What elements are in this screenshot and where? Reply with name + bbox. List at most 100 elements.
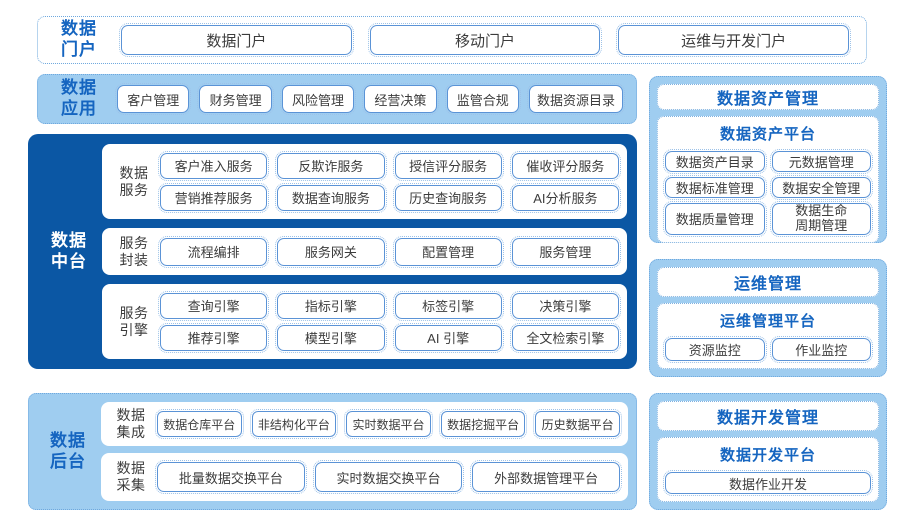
service-encapsulation-items: 流程编排 服务网关 配置管理 服务管理 xyxy=(157,235,627,268)
section-label-line1: 数据 xyxy=(61,19,97,39)
section-label-data-portal: 数据 门户 xyxy=(46,19,112,60)
group-label-line1: 数据 xyxy=(116,407,146,424)
engine-decision[interactable]: 决策引擎 xyxy=(509,290,622,321)
dev-row-1: 数据作业开发 xyxy=(663,470,873,496)
integration-data-warehouse-platform[interactable]: 数据仓库平台 xyxy=(155,409,244,439)
portal-item-mobile-portal[interactable]: 移动门户 xyxy=(367,23,603,57)
group-label-line1: 数据 xyxy=(116,460,146,477)
asset-data-standard-management[interactable]: 数据标准管理 xyxy=(663,175,767,200)
asset-row-1: 数据资产目录 元数据管理 xyxy=(663,149,873,174)
ops-resource-monitoring[interactable]: 资源监控 xyxy=(663,336,767,363)
ops-job-monitoring[interactable]: 作业监控 xyxy=(769,336,873,363)
service-credit-scoring[interactable]: 授信评分服务 xyxy=(392,150,504,181)
section-label-line2: 后台 xyxy=(50,451,86,471)
panel-data-development-management: 数据开发管理 数据开发平台 数据作业开发 xyxy=(649,393,887,510)
panel-subtitle-operations-platform: 运维管理平台 xyxy=(719,313,816,330)
service-engine-row-1: 查询引擎 指标引擎 标签引擎 决策引擎 xyxy=(157,290,622,321)
group-data-integration: 数据 集成 数据仓库平台 非结构化平台 实时数据平台 数据挖掘平台 历史数据平台 xyxy=(101,402,628,446)
service-customer-onboarding[interactable]: 客户准入服务 xyxy=(157,150,270,181)
engine-tag[interactable]: 标签引擎 xyxy=(392,290,504,321)
asset-data-quality-management[interactable]: 数据质量管理 xyxy=(663,201,767,237)
panel-title-data-development-management: 数据开发管理 xyxy=(657,401,879,431)
dev-data-job-development[interactable]: 数据作业开发 xyxy=(663,470,873,496)
integration-unstructured-platform[interactable]: 非结构化平台 xyxy=(249,409,339,439)
service-anti-fraud[interactable]: 反欺诈服务 xyxy=(275,150,387,181)
data-portal-items: 数据门户 移动门户 运维与开发门户 xyxy=(112,23,858,57)
section-label-line1: 数据 xyxy=(51,230,87,250)
integration-realtime-data-platform[interactable]: 实时数据平台 xyxy=(344,409,433,439)
app-item-business-decision[interactable]: 经营决策 xyxy=(362,83,439,115)
group-label-line2: 采集 xyxy=(116,477,146,493)
app-item-customer-management[interactable]: 客户管理 xyxy=(114,83,192,115)
panel-operations-management: 运维管理 运维管理平台 资源监控 作业监控 xyxy=(649,259,887,377)
portal-item-ops-dev-portal[interactable]: 运维与开发门户 xyxy=(616,23,852,57)
encapsulation-process-orchestration[interactable]: 流程编排 xyxy=(157,235,270,268)
data-service-row-2: 营销推荐服务 数据查询服务 历史查询服务 AI分析服务 xyxy=(157,182,622,213)
app-item-risk-management[interactable]: 风险管理 xyxy=(279,83,357,115)
group-label-service-encapsulation: 服务 封装 xyxy=(108,235,160,269)
group-label-line2: 封装 xyxy=(119,251,149,268)
section-label-data-middle-platform: 数据 中台 xyxy=(36,231,102,272)
engine-recommendation[interactable]: 推荐引擎 xyxy=(157,322,270,353)
section-label-line2: 门户 xyxy=(61,40,97,59)
app-item-data-resource-catalog[interactable]: 数据资源目录 xyxy=(526,83,625,115)
engine-model[interactable]: 模型引擎 xyxy=(275,322,387,353)
data-application-items: 客户管理 财务管理 风险管理 经营决策 监管合规 数据资源目录 xyxy=(112,83,628,115)
engine-full-text-search[interactable]: 全文检索引擎 xyxy=(509,322,622,353)
group-label-service-engine: 服务 引擎 xyxy=(108,305,160,339)
panel-body-operations-platform: 运维管理平台 资源监控 作业监控 xyxy=(657,303,879,369)
data-development-platform-items: 数据作业开发 xyxy=(663,470,873,496)
engine-metric[interactable]: 指标引擎 xyxy=(275,290,387,321)
group-label-data-integration: 数据 集成 xyxy=(105,407,157,441)
asset-data-asset-catalog[interactable]: 数据资产目录 xyxy=(663,149,767,174)
panel-body-data-development-platform: 数据开发平台 数据作业开发 xyxy=(657,437,879,502)
service-marketing-recommendation[interactable]: 营销推荐服务 xyxy=(157,182,270,213)
panel-subtitle-data-asset-platform: 数据资产平台 xyxy=(719,126,816,143)
data-collection-items: 批量数据交换平台 实时数据交换平台 外部数据管理平台 xyxy=(155,460,628,494)
asset-row-2: 数据标准管理 数据安全管理 xyxy=(663,175,873,200)
portal-item-data-portal[interactable]: 数据门户 xyxy=(119,23,354,57)
app-item-regulatory-compliance[interactable]: 监管合规 xyxy=(444,83,521,115)
data-integration-row-1: 数据仓库平台 非结构化平台 实时数据平台 数据挖掘平台 历史数据平台 xyxy=(155,409,622,439)
panel-title-data-asset-management: 数据资产管理 xyxy=(657,84,879,110)
data-service-items: 客户准入服务 反欺诈服务 授信评分服务 催收评分服务 营销推荐服务 数据查询服务… xyxy=(157,150,627,213)
section-label-line2: 应用 xyxy=(61,99,97,118)
collection-batch-data-exchange-platform[interactable]: 批量数据交换平台 xyxy=(155,460,307,494)
section-label-data-application: 数据 应用 xyxy=(46,78,112,119)
collection-external-data-management-platform[interactable]: 外部数据管理平台 xyxy=(470,460,623,494)
encapsulation-service-management[interactable]: 服务管理 xyxy=(509,235,622,268)
service-collection-scoring[interactable]: 催收评分服务 xyxy=(509,150,622,181)
section-data-middle-platform: 数据 中台 数据 服务 客户准入服务 反欺诈服务 授信评分服务 催收评分服务 xyxy=(28,134,637,369)
data-service-row-1: 客户准入服务 反欺诈服务 授信评分服务 催收评分服务 xyxy=(157,150,622,181)
panel-data-asset-management: 数据资产管理 数据资产平台 数据资产目录 元数据管理 数据标准管理 数据安全管理… xyxy=(649,76,887,243)
group-label-line1: 服务 xyxy=(119,304,149,321)
backend-groups: 数据 集成 数据仓库平台 非结构化平台 实时数据平台 数据挖掘平台 历史数据平台… xyxy=(101,402,628,501)
asset-data-lifecycle-management[interactable]: 数据生命周期管理 xyxy=(769,201,873,237)
encapsulation-service-gateway[interactable]: 服务网关 xyxy=(275,235,387,268)
integration-history-data-platform[interactable]: 历史数据平台 xyxy=(533,409,622,439)
engine-query[interactable]: 查询引擎 xyxy=(157,290,270,321)
group-label-line2: 引擎 xyxy=(119,321,149,338)
engine-ai[interactable]: AI 引擎 xyxy=(392,322,504,353)
service-history-query[interactable]: 历史查询服务 xyxy=(392,182,504,213)
section-label-line1: 数据 xyxy=(50,430,86,450)
asset-metadata-management[interactable]: 元数据管理 xyxy=(769,149,873,174)
group-label-line1: 数据 xyxy=(119,164,149,181)
data-asset-platform-items: 数据资产目录 元数据管理 数据标准管理 数据安全管理 数据质量管理 数据生命周期… xyxy=(663,149,873,237)
service-data-query[interactable]: 数据查询服务 xyxy=(275,182,387,213)
section-data-backend: 数据 后台 数据 集成 数据仓库平台 非结构化平台 实时数据平台 数据挖掘平台 … xyxy=(28,393,637,510)
section-data-application: 数据 应用 客户管理 财务管理 风险管理 经营决策 监管合规 数据资源目录 xyxy=(37,74,637,124)
group-data-collection: 数据 采集 批量数据交换平台 实时数据交换平台 外部数据管理平台 xyxy=(101,453,628,501)
service-ai-analysis[interactable]: AI分析服务 xyxy=(509,182,622,213)
app-item-finance-management[interactable]: 财务管理 xyxy=(197,83,274,115)
integration-data-mining-platform[interactable]: 数据挖掘平台 xyxy=(438,409,528,439)
panel-body-data-asset-platform: 数据资产平台 数据资产目录 元数据管理 数据标准管理 数据安全管理 数据质量管理… xyxy=(657,116,879,243)
group-data-service: 数据 服务 客户准入服务 反欺诈服务 授信评分服务 催收评分服务 营销推荐服务 … xyxy=(102,144,627,219)
collection-realtime-data-exchange-platform[interactable]: 实时数据交换平台 xyxy=(312,460,465,494)
section-label-line2: 中台 xyxy=(51,251,87,271)
service-engine-items: 查询引擎 指标引擎 标签引擎 决策引擎 推荐引擎 模型引擎 AI 引擎 全文检索… xyxy=(157,290,627,353)
ops-row-1: 资源监控 作业监控 xyxy=(663,336,873,363)
encapsulation-config-management[interactable]: 配置管理 xyxy=(392,235,504,268)
middle-platform-groups: 数据 服务 客户准入服务 反欺诈服务 授信评分服务 催收评分服务 营销推荐服务 … xyxy=(102,144,627,359)
asset-data-security-management[interactable]: 数据安全管理 xyxy=(769,175,873,200)
